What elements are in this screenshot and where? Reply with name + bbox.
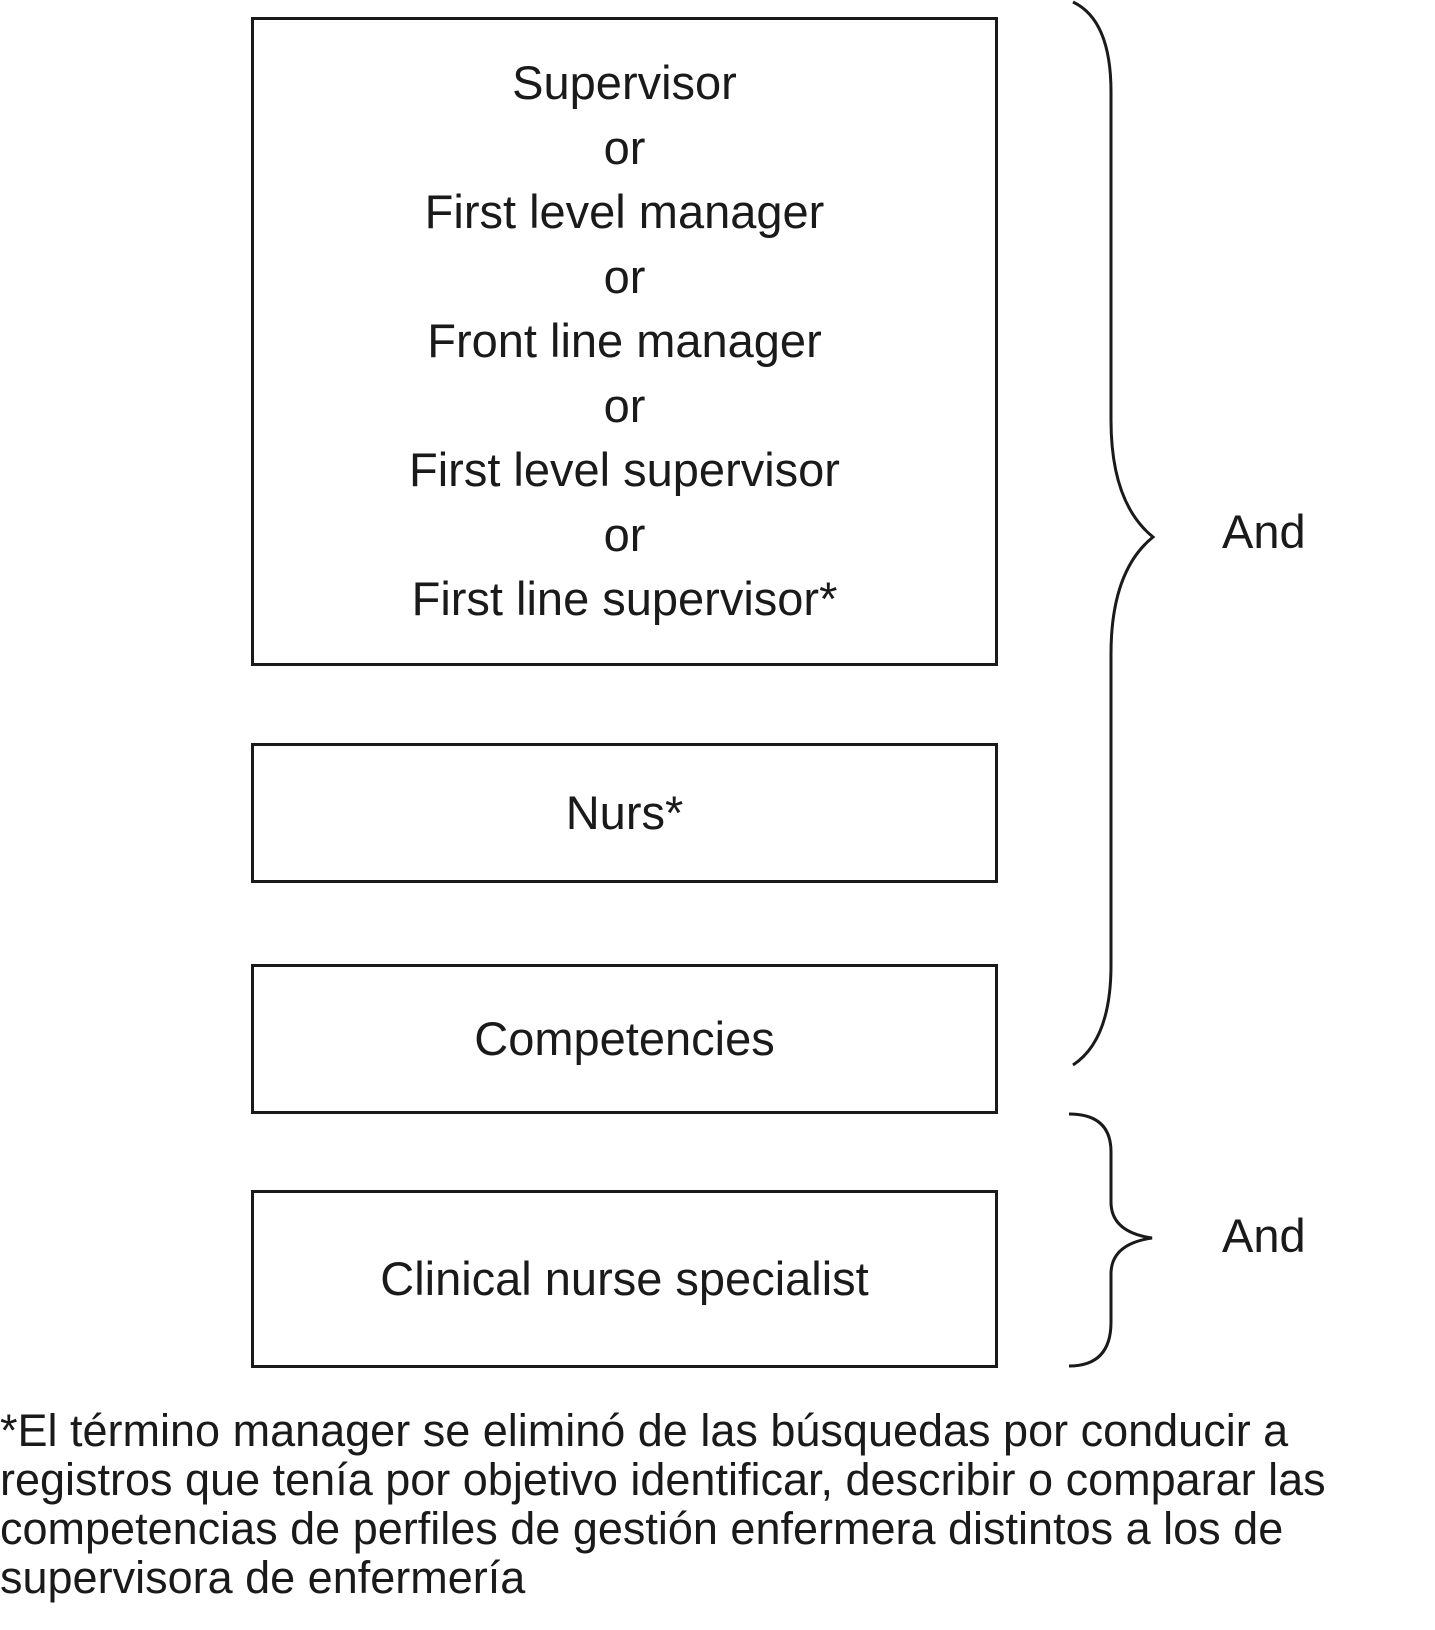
footnote: *El término manager se eliminó de las bú… (0, 1406, 1435, 1602)
term-front-line-manager: Front line manager (427, 314, 822, 368)
footnote-line: competencias de perfiles de gestión enfe… (0, 1503, 1284, 1554)
job-title-terms-box: Supervisor or First level manager or Fro… (251, 17, 998, 666)
or-connector: or (603, 120, 646, 174)
term-first-level-manager: First level manager (424, 185, 825, 239)
clinical-nurse-specialist-box: Clinical nurse specialist (251, 1190, 998, 1368)
bottom-curly-bracket (1068, 1112, 1153, 1368)
term-first-line-supervisor: First line supervisor* (411, 572, 838, 626)
and-label-top: And (1222, 505, 1306, 558)
footnote-line: supervisora de enfermería (0, 1552, 526, 1603)
term-clinical-nurse-specialist: Clinical nurse specialist (380, 1251, 869, 1305)
term-nurs: Nurs* (565, 785, 684, 839)
term-first-level-supervisor: First level supervisor (409, 443, 840, 497)
or-connector: or (603, 507, 646, 561)
competencies-term-box: Competencies (251, 964, 998, 1114)
or-connector: or (603, 249, 646, 303)
top-curly-bracket (1072, 0, 1156, 1067)
nursing-term-box: Nurs* (251, 743, 998, 883)
or-connector: or (603, 378, 646, 432)
footnote-line: registros que tenía por objetivo identif… (0, 1454, 1326, 1505)
term-supervisor: Supervisor (512, 56, 737, 110)
term-competencies: Competencies (474, 1011, 775, 1065)
footnote-line: *El término manager se eliminó de las bú… (0, 1405, 1289, 1456)
and-label-bottom: And (1222, 1209, 1306, 1262)
